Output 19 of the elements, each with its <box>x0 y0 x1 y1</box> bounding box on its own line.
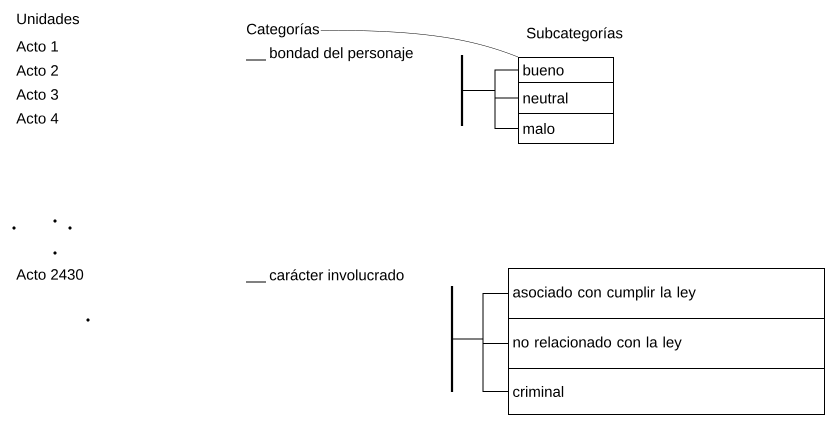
unit-label: Acto 1 <box>16 41 58 52</box>
subcategory-box: asociado con cumplir la ley <box>508 268 825 319</box>
category-label: carácter involucrado <box>246 269 454 392</box>
bracket-line <box>462 90 518 129</box>
subcategory-box: malo <box>518 113 614 144</box>
heading: Categorías <box>246 23 320 38</box>
category-label: bondad del personaje <box>246 47 464 126</box>
unit-label: Acto 2 <box>16 65 58 76</box>
connector-line <box>320 30 518 58</box>
unit-label: Acto 4 <box>16 113 58 124</box>
unit-label: Acto 3 <box>16 89 58 100</box>
subcategory-box: criminal <box>508 368 825 415</box>
subcategory-box: bueno <box>518 57 614 83</box>
column-heading: Subcategorías <box>526 27 622 42</box>
unit-label: Acto 2430 <box>16 269 84 280</box>
subcategory-box: neutral <box>518 82 614 114</box>
subcategory-box: no relacionado con la ley <box>508 318 825 369</box>
bracket-line <box>452 338 508 392</box>
column-heading: Unidades <box>17 13 80 24</box>
